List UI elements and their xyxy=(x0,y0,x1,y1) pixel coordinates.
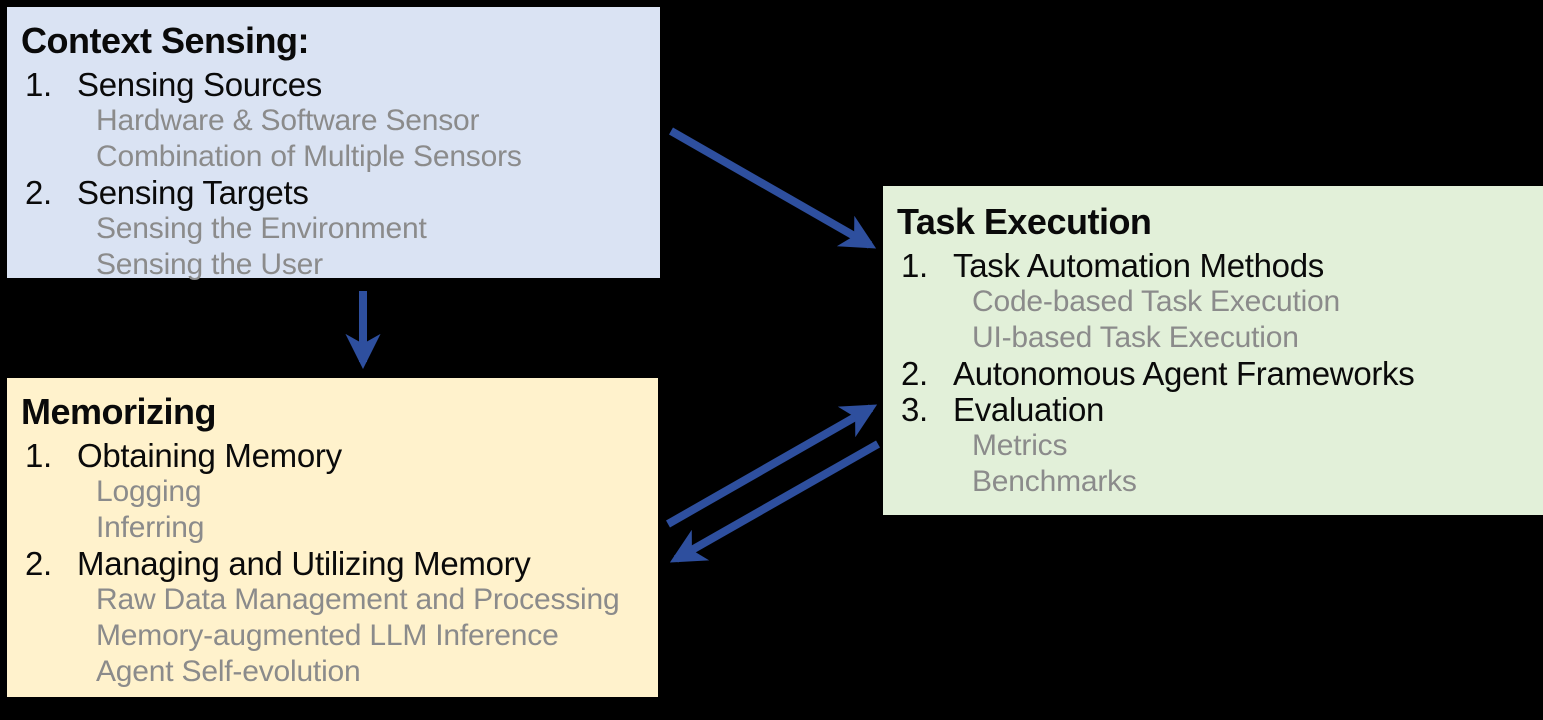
list-item: 2. Autonomous Agent Frameworks xyxy=(897,356,1533,392)
list-item: 3. Evaluation xyxy=(897,392,1533,428)
item-number: 1. xyxy=(25,66,52,103)
list-item: 2. Managing and Utilizing Memory xyxy=(21,546,648,582)
list-subitem: Memory-augmented LLM Inference xyxy=(96,619,559,652)
list-subitem: Sensing the Environment xyxy=(96,212,427,245)
arrow-context-sensing-to-task-execution xyxy=(669,127,877,249)
list-subitem: Hardware & Software Sensor xyxy=(96,104,480,137)
arrow-task-execution-to-memorizing xyxy=(669,440,880,563)
memorizing-title: Memorizing xyxy=(21,391,217,432)
arrow-memorizing-to-task-execution xyxy=(666,404,878,528)
list-item: 1. Task Automation Methods xyxy=(897,248,1533,284)
item-label: Obtaining Memory xyxy=(77,437,342,474)
list-subitem: Logging xyxy=(96,475,202,508)
list-subitem: Benchmarks xyxy=(972,465,1137,498)
list-subitem: Sensing the User xyxy=(96,248,323,281)
context-sensing-title: Context Sensing: xyxy=(21,20,310,61)
item-label: Managing and Utilizing Memory xyxy=(77,545,531,582)
item-label: Task Automation Methods xyxy=(953,247,1324,284)
list-subitem: Inferring xyxy=(96,511,205,544)
task-execution-title: Task Execution xyxy=(897,201,1152,242)
list-subitem: Agent Self-evolution xyxy=(96,655,361,688)
item-label: Evaluation xyxy=(953,391,1105,428)
item-number: 1. xyxy=(901,247,928,284)
list-subitem: Code-based Task Execution xyxy=(972,285,1341,318)
list-subitem: Metrics xyxy=(972,429,1068,462)
item-number: 3. xyxy=(901,391,928,428)
memorizing-box: Memorizing 1. Obtaining Memory Logging I… xyxy=(7,378,658,697)
list-item: 1. Obtaining Memory xyxy=(21,438,648,474)
item-number: 2. xyxy=(901,355,928,392)
list-subitem: Combination of Multiple Sensors xyxy=(96,140,522,173)
item-number: 2. xyxy=(25,545,52,582)
item-number: 2. xyxy=(25,174,52,211)
list-item: 2. Sensing Targets xyxy=(21,175,650,211)
list-item: 1. Sensing Sources xyxy=(21,67,650,103)
item-label: Autonomous Agent Frameworks xyxy=(953,355,1415,392)
item-label: Sensing Sources xyxy=(77,66,322,103)
list-subitem: UI-based Task Execution xyxy=(972,321,1299,354)
item-label: Sensing Targets xyxy=(77,174,309,211)
item-number: 1. xyxy=(25,437,52,474)
task-execution-box: Task Execution 1. Task Automation Method… xyxy=(883,186,1543,515)
context-sensing-box: Context Sensing: 1. Sensing Sources Hard… xyxy=(7,7,660,281)
list-subitem: Raw Data Management and Processing xyxy=(96,583,620,616)
